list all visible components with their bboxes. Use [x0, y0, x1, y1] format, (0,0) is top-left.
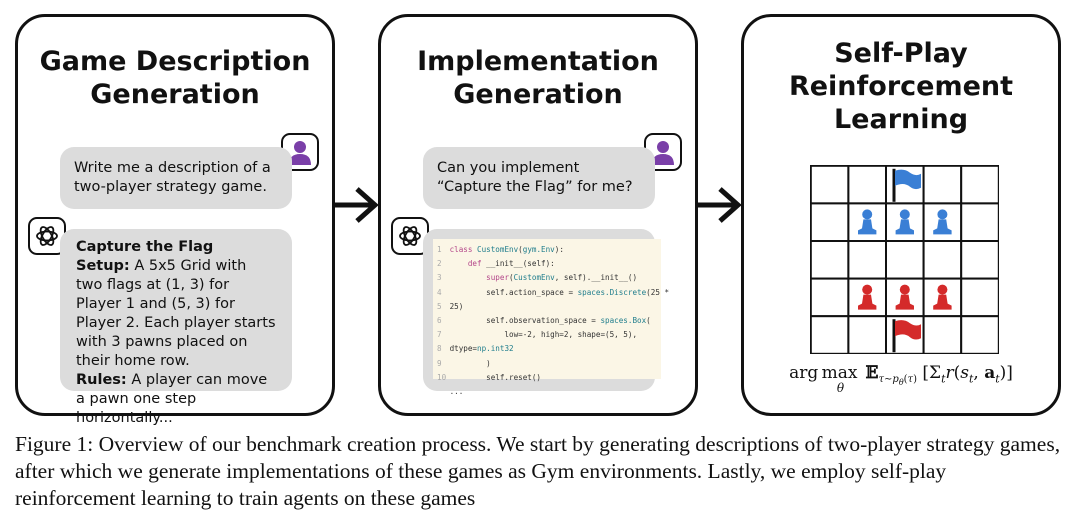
pawn-icon	[895, 209, 914, 235]
pawn-icon	[858, 209, 877, 235]
pawn-icon	[933, 209, 952, 235]
panel-title: Implementation Generation	[381, 45, 695, 111]
panel-self-play: Self-Play Reinforcement Learning arg max…	[741, 14, 1061, 416]
board-cell	[810, 315, 850, 354]
setup-text: A 5x5 Grid with two flags at (1, 3) for …	[76, 258, 276, 369]
flag-icon	[892, 319, 921, 353]
code-line: 1 class CustomEnv(gym.Env):	[437, 245, 564, 254]
board-cell	[847, 240, 887, 280]
pawn-icon	[895, 284, 914, 310]
board-cell	[960, 240, 999, 280]
objective-formula: arg max θ 𝔼τ∼pθ(τ) [Σtr(st, at)]	[789, 363, 1013, 396]
code-block: 1 class CustomEnv(gym.Env): 2 def __init_…	[433, 239, 670, 396]
board-cell	[847, 165, 887, 205]
rules-label: Rules:	[76, 372, 127, 388]
title-line: Reinforcement	[788, 71, 1014, 102]
user-prompt-bubble: Write me a description of a two-player s…	[60, 147, 292, 209]
board-cell	[960, 202, 999, 242]
flag-icon	[892, 168, 921, 202]
figure-caption: Figure 1: Overview of our benchmark crea…	[15, 432, 1061, 510]
title-line: Learning	[833, 104, 969, 135]
code-line: 5 25)	[437, 301, 464, 311]
board-cell	[847, 315, 887, 354]
board-cell	[922, 240, 963, 280]
code-line: 8 dtype=np.int32	[437, 344, 514, 354]
board-cell	[810, 240, 850, 280]
board-cell	[960, 165, 999, 205]
response-heading: Capture the Flag	[76, 239, 214, 255]
board-cell	[922, 315, 963, 354]
title-line: Game Description	[39, 46, 311, 77]
assistant-response-bubble: Capture the Flag Setup: A 5x5 Grid with …	[60, 229, 292, 426]
code-line: 3 super(CustomEnv, self).__init__()	[437, 273, 638, 283]
board-cell	[810, 202, 850, 242]
code-line: 9 )	[437, 358, 491, 368]
code-line: 6 self.observation_space = spaces.Box(	[437, 316, 651, 326]
panel-title: Self-Play Reinforcement Learning	[744, 37, 1058, 136]
code-line: 7 low=-2, high=2, shape=(5, 5),	[437, 330, 638, 340]
game-board	[810, 165, 999, 354]
pawn-icon	[858, 284, 877, 310]
board-cell	[922, 165, 963, 205]
board-cell	[960, 315, 999, 354]
right-arrow-icon	[335, 187, 379, 223]
user-prompt-text: Can you implement “Capture the Flag” for…	[437, 160, 633, 195]
user-prompt-bubble: Can you implement “Capture the Flag” for…	[423, 147, 655, 209]
panel-game-description: Game Description Generation Write me a d…	[15, 14, 335, 426]
rules-text: A player can move a pawn one step horizo…	[76, 372, 268, 426]
code-line: 2 def __init__(self):	[437, 259, 555, 269]
setup-label: Setup:	[76, 258, 130, 274]
code-line: 4 self.action_space = spaces.Discrete(25…	[437, 287, 670, 297]
board-cell	[810, 165, 850, 205]
title-line: Generation	[90, 79, 260, 110]
title-line: Self-Play	[834, 38, 968, 69]
openai-logo-icon	[391, 217, 429, 255]
code-line: ...	[445, 387, 464, 397]
board-cell	[810, 277, 850, 318]
pawn-icon	[933, 284, 952, 310]
panel-title: Game Description Generation	[18, 45, 332, 111]
panel-implementation: Implementation Generation Can you implem…	[378, 14, 698, 416]
title-line: Implementation	[417, 46, 659, 77]
user-prompt-text: Write me a description of a two-player s…	[74, 160, 271, 195]
title-line: Generation	[453, 79, 623, 110]
board-cell	[885, 240, 925, 280]
board-cell	[960, 277, 999, 318]
right-arrow-icon	[698, 187, 742, 223]
code-line: 10 self.reset()	[437, 372, 542, 382]
